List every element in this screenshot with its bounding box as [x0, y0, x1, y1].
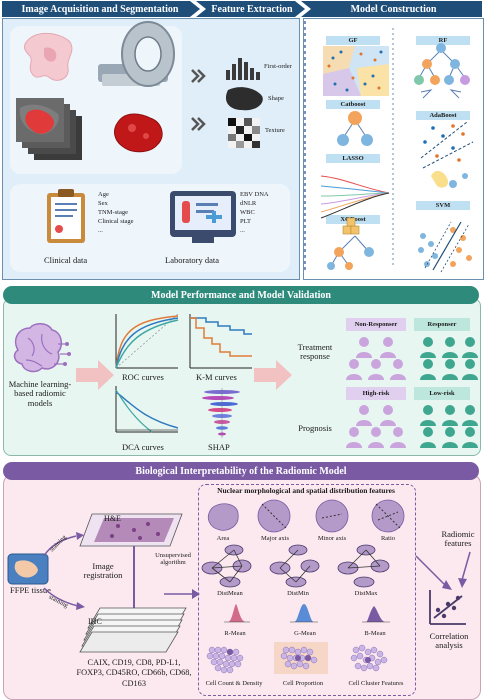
feature-cell-count-density: Cell Count & Density [205, 680, 263, 687]
brain-network-icon [13, 323, 71, 373]
ihc-label: IHC [88, 617, 102, 626]
he-slide [79, 513, 183, 547]
lab-item: dNLR [240, 200, 257, 207]
banner-performance: Model Performance and Model Validation [151, 289, 331, 301]
model-rf: RF [416, 36, 470, 46]
patient-groups-icon [346, 337, 478, 448]
feature-major-axis: Major axis [261, 535, 289, 542]
model-gf: GF [326, 36, 380, 46]
feature-cell-proportion: Cell Proportion [282, 680, 324, 687]
km-chart [189, 314, 252, 369]
clinical-label: Clinical data [44, 255, 88, 265]
shap-chart [202, 388, 240, 438]
dca-chart [115, 386, 179, 433]
clinical-item: Clinical stage [98, 218, 134, 225]
feature-first-order: First-order [264, 63, 292, 70]
model-dividers [304, 21, 394, 273]
feature-distmin: DistMin [287, 590, 309, 597]
feature-texture: Texture [265, 127, 285, 134]
clinical-item: Sex [98, 200, 108, 207]
color-histograms [224, 604, 390, 623]
shape-feature-icons [207, 499, 405, 533]
ml-model-label: Machine learning-based radiomic models [8, 379, 72, 408]
distance-feature-icons [201, 544, 390, 588]
correlation-arrows [415, 551, 471, 590]
feature-ratio: Ratio [380, 535, 396, 542]
feature-distmean: DistMean [217, 590, 243, 597]
lab-monitor-icon [170, 191, 236, 243]
km-label: K-M curves [196, 372, 237, 382]
banner-feature: Feature Extraction [211, 3, 293, 15]
clipboard-icon [47, 189, 85, 243]
banner-model: Model Construction [350, 3, 437, 15]
image-registration-label: Image registration [83, 561, 123, 581]
shap-label: SHAP [208, 442, 230, 452]
clinical-item: Age [98, 191, 109, 198]
banner-arrows [2, 1, 482, 17]
non-responser-badge: Non-Responser [346, 318, 406, 332]
ffpe-block [7, 553, 49, 585]
registration-line [133, 546, 135, 610]
unsupervised-label: Unsupervised algorithm [155, 552, 191, 567]
cell-cluster-icons [206, 642, 388, 674]
prognosis-label: Prognosis [298, 423, 332, 433]
nuclear-features-title: Nuclear morphological and spatial distri… [217, 486, 395, 495]
model-adaboost: AdaBoost [416, 111, 470, 121]
feature-minor-axis: Minor axis [317, 535, 347, 542]
roc-chart [115, 313, 179, 369]
feature-b-mean: B-Mean [364, 630, 386, 637]
unsupervised-arrow [164, 589, 200, 599]
feature-shape: Shape [268, 95, 284, 102]
nuclear-features-box [198, 484, 416, 696]
treatment-response-label: Treatment response [297, 342, 333, 362]
responser-badge: Responser [414, 318, 470, 332]
feature-r-mean: R-Mean [224, 630, 246, 637]
model-illustrations [320, 43, 474, 273]
ffpe-label: FFPE tissue [10, 585, 51, 595]
interp-banner-shape [3, 462, 479, 480]
lab-item: PLT [240, 218, 251, 225]
roc-label: ROC curves [122, 372, 164, 382]
performance-banner-shape [3, 286, 479, 304]
lab-item: EBV DNA [240, 191, 269, 198]
low-risk-badge: Low-risk [414, 387, 470, 401]
lab-label: Laboratory data [165, 255, 220, 265]
model-catboost: Catboost [326, 100, 380, 110]
ihc-markers: CAIX, CD19, CD8, PD-L1, FOXP3, CD45RO, C… [76, 658, 192, 688]
feature-distmax: DistMax [354, 590, 378, 597]
model-lasso: LASSO [326, 154, 380, 164]
scatter-correlation-icon [429, 590, 466, 625]
dca-label: DCA curves [122, 442, 164, 452]
feature-g-mean: G-Mean [294, 630, 316, 637]
feature-cell-cluster: Cell Cluster Features [348, 680, 404, 687]
radiomic-features-label: Radiomic features [441, 529, 475, 549]
staining-arrows [43, 532, 85, 610]
ihc-stack [79, 607, 187, 653]
banner-acquisition: Image Acquisition and Segmentation [21, 3, 179, 15]
model-svm: SVM [416, 201, 470, 211]
clinical-item: ... [98, 227, 103, 234]
lab-item: WBC [240, 209, 255, 216]
he-label: H&E [104, 514, 121, 523]
lab-item: ... [240, 227, 245, 234]
arrow-to-outcomes [254, 360, 292, 390]
banner-interpretability: Biological Interpretability of the Radio… [135, 465, 347, 477]
clinical-item: TNM-stage [98, 209, 128, 216]
imaging-illustrations [16, 21, 263, 160]
high-risk-badge: High-risk [346, 387, 406, 401]
arrow-to-metrics [76, 360, 114, 390]
correlation-analysis-label: Correlation analysis [429, 631, 469, 651]
feature-area: Area [216, 535, 230, 542]
